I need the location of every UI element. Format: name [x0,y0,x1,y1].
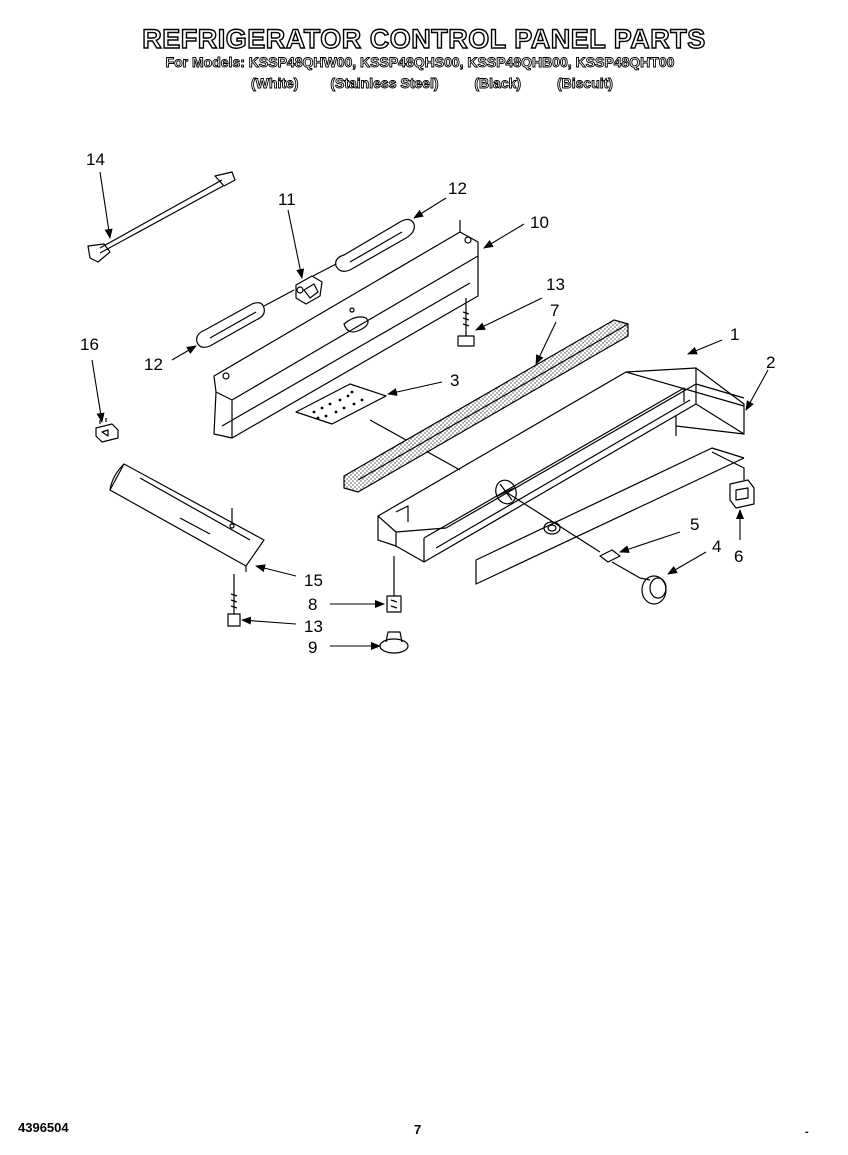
tube-part-12-upper [312,218,415,277]
callout-9: 9 [308,638,317,657]
tube-part-12-lower [196,289,295,348]
color-black: (Black) [474,75,522,92]
page-title: REFRIGERATOR CONTROL PANEL PARTS [142,23,706,54]
callout-labels: 14 11 12 10 13 7 16 12 3 1 2 6 15 5 4 8 … [80,150,775,657]
footer-mark: - [805,1126,809,1138]
document-number: 4396504 [18,1120,69,1135]
callout-14: 14 [86,150,105,169]
color-stainless: (Stainless Steel) [330,75,439,92]
screw-part-8 [386,556,402,613]
callout-7: 7 [550,301,559,320]
screw-part-13-lower [227,574,241,627]
callout-16: 16 [80,335,99,354]
callout-2: 2 [766,353,775,372]
clip-part-5 [599,549,641,579]
channel-bracket-part-10 [213,220,479,439]
callout-3: 3 [450,371,459,390]
callout-15: 15 [304,571,323,590]
callout-13-upper: 13 [546,275,565,294]
gasket-strip-part-7 [343,319,629,493]
leveler-part-9 [379,631,409,654]
control-panel-housing-part-1 [377,367,745,563]
switch-part-6 [711,451,755,509]
callout-10: 10 [530,213,549,232]
color-biscuit: (Biscuit) [556,75,614,92]
callout-8: 8 [308,595,317,614]
connector-part-16 [95,418,119,443]
leader-arrows [91,171,769,650]
callout-1: 1 [730,325,739,344]
clip-part-11 [295,275,323,305]
callout-12-upper: 12 [448,179,467,198]
lower-cover-part-15 [109,463,265,572]
callout-12-lower: 12 [144,355,163,374]
callout-6: 6 [734,547,743,566]
callout-4: 4 [712,537,721,556]
knob-part-4 [639,575,667,605]
screw-part-13-upper [457,298,475,347]
page-number: 7 [414,1122,422,1137]
knob-bezel-area [543,521,561,535]
color-white: (White) [251,75,299,92]
color-line: (White) (Stainless Steel) (Black) (Biscu… [8,75,848,92]
wire-harness-part-14 [87,171,236,263]
models-line: For Models: KSSP48QHW00, KSSP48QHS00, KS… [165,54,675,71]
callout-11: 11 [278,190,296,209]
callout-13-lower: 13 [304,617,323,636]
callout-5: 5 [690,515,699,534]
